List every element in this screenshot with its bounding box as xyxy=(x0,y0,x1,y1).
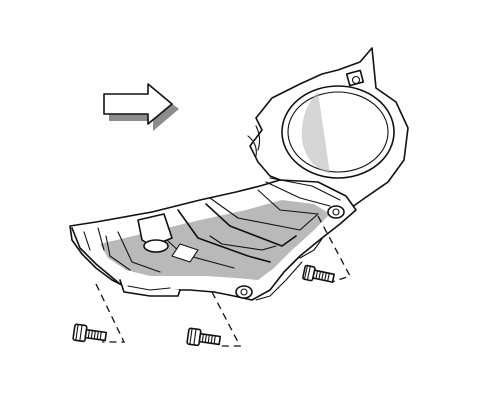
bolt-icon xyxy=(186,327,222,347)
leader-left xyxy=(95,283,126,343)
tray-floor xyxy=(100,200,330,280)
front-flange xyxy=(119,279,181,297)
bolt-icon xyxy=(302,264,335,283)
leader-center xyxy=(211,291,242,347)
splash-shield xyxy=(69,47,409,301)
boss-center xyxy=(235,285,253,299)
housing-opening xyxy=(281,85,395,179)
bolt-icon xyxy=(72,323,108,343)
boss-right xyxy=(327,205,345,219)
leader-lines xyxy=(95,215,351,347)
direction-arrow-icon xyxy=(103,83,179,131)
tray-hole xyxy=(143,239,169,253)
